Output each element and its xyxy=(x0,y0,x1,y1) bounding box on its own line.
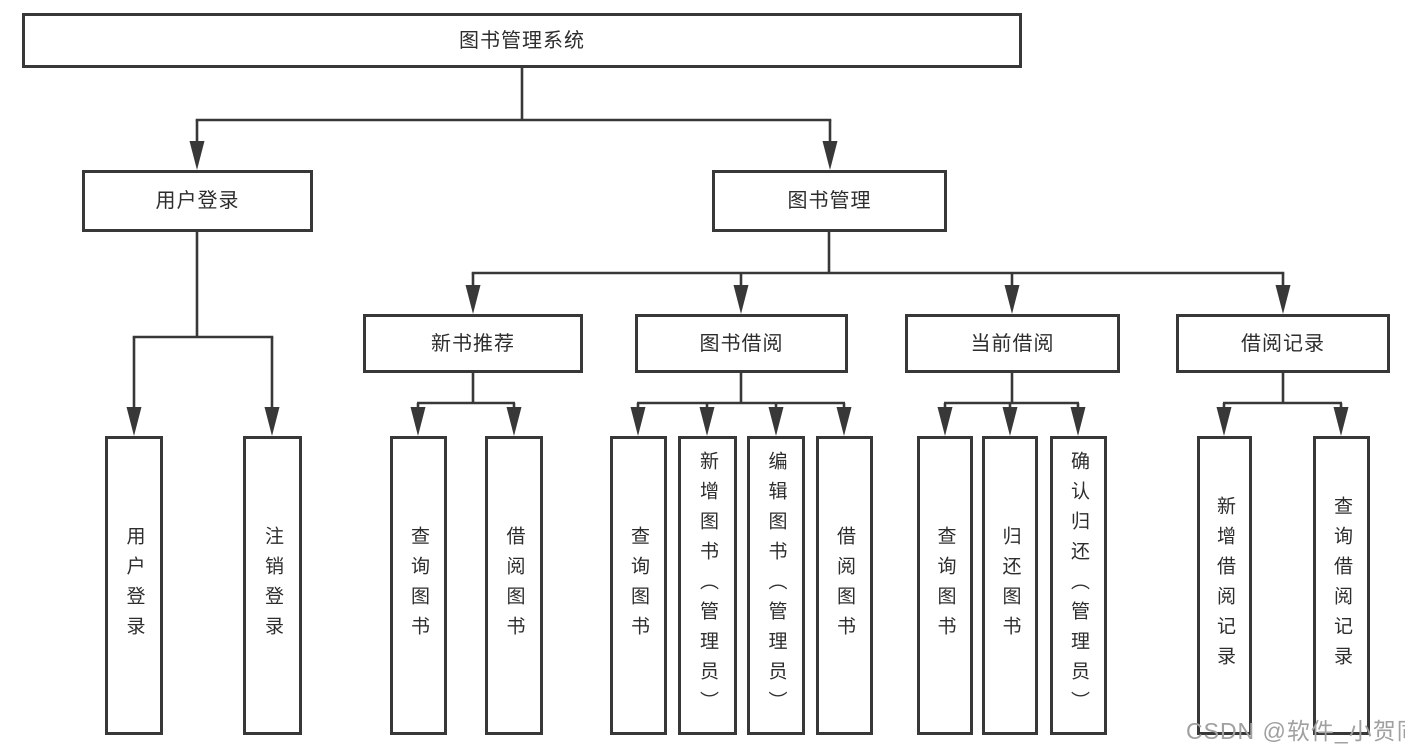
node-label: 当前借阅 xyxy=(970,332,1055,355)
node-label: 用户登录 xyxy=(155,190,240,212)
leaf-label: 查询图书 xyxy=(408,525,429,646)
node-user-login: 用户登录 xyxy=(82,170,313,232)
csdn-watermark: CSDN @软件_小贺同学 xyxy=(1186,718,1405,744)
node-label: 图书管理 xyxy=(787,190,872,212)
arrowhead-icons xyxy=(126,141,1349,436)
leaf-label: 查询图书 xyxy=(628,525,649,646)
leaf-label: 归还图书 xyxy=(999,525,1021,646)
leaf-query-book-3: 查询图书 xyxy=(917,436,973,735)
node-current-borrow: 当前借阅 xyxy=(905,314,1120,373)
leaf-label: 查询图书 xyxy=(934,525,956,646)
leaf-label: 新增图书（管理员） xyxy=(697,450,718,721)
leaf-label: 查询借阅记录 xyxy=(1331,495,1352,676)
leaf-label: 用户登录 xyxy=(123,525,145,646)
leaf-confirm-return-admin: 确认归还（管理员） xyxy=(1050,436,1107,735)
node-label: 新书推荐 xyxy=(431,332,515,355)
node-label: 图书借阅 xyxy=(699,332,784,355)
leaf-return-book: 归还图书 xyxy=(982,436,1038,735)
leaf-edit-book-admin: 编辑图书（管理员） xyxy=(747,436,805,735)
leaf-label: 新增借阅记录 xyxy=(1214,495,1235,676)
node-borrow-records: 借阅记录 xyxy=(1176,314,1390,373)
leaf-add-book-admin: 新增图书（管理员） xyxy=(678,436,737,735)
leaf-label: 借阅图书 xyxy=(503,525,525,646)
leaf-query-borrow-record: 查询借阅记录 xyxy=(1313,436,1370,735)
node-library-management-system: 图书管理系统 xyxy=(22,13,1022,68)
leaf-borrow-book-2: 借阅图书 xyxy=(816,436,873,735)
node-book-management: 图书管理 xyxy=(712,170,947,232)
leaf-label: 确认归还（管理员） xyxy=(1068,450,1089,721)
leaf-label: 注销登录 xyxy=(262,525,283,646)
leaf-query-book-1: 查询图书 xyxy=(390,436,447,735)
node-new-book-recommend: 新书推荐 xyxy=(363,314,583,373)
node-label: 借阅记录 xyxy=(1241,332,1325,355)
leaf-label: 编辑图书（管理员） xyxy=(765,450,787,721)
leaf-add-borrow-record: 新增借阅记录 xyxy=(1197,436,1252,735)
leaf-label: 借阅图书 xyxy=(834,525,855,646)
node-book-borrow: 图书借阅 xyxy=(635,314,848,373)
leaf-logout: 注销登录 xyxy=(243,436,302,735)
node-label: 图书管理系统 xyxy=(459,29,585,52)
leaf-borrow-book-1: 借阅图书 xyxy=(485,436,543,735)
leaf-user-login: 用户登录 xyxy=(105,436,163,735)
leaf-query-book-2: 查询图书 xyxy=(610,436,667,735)
